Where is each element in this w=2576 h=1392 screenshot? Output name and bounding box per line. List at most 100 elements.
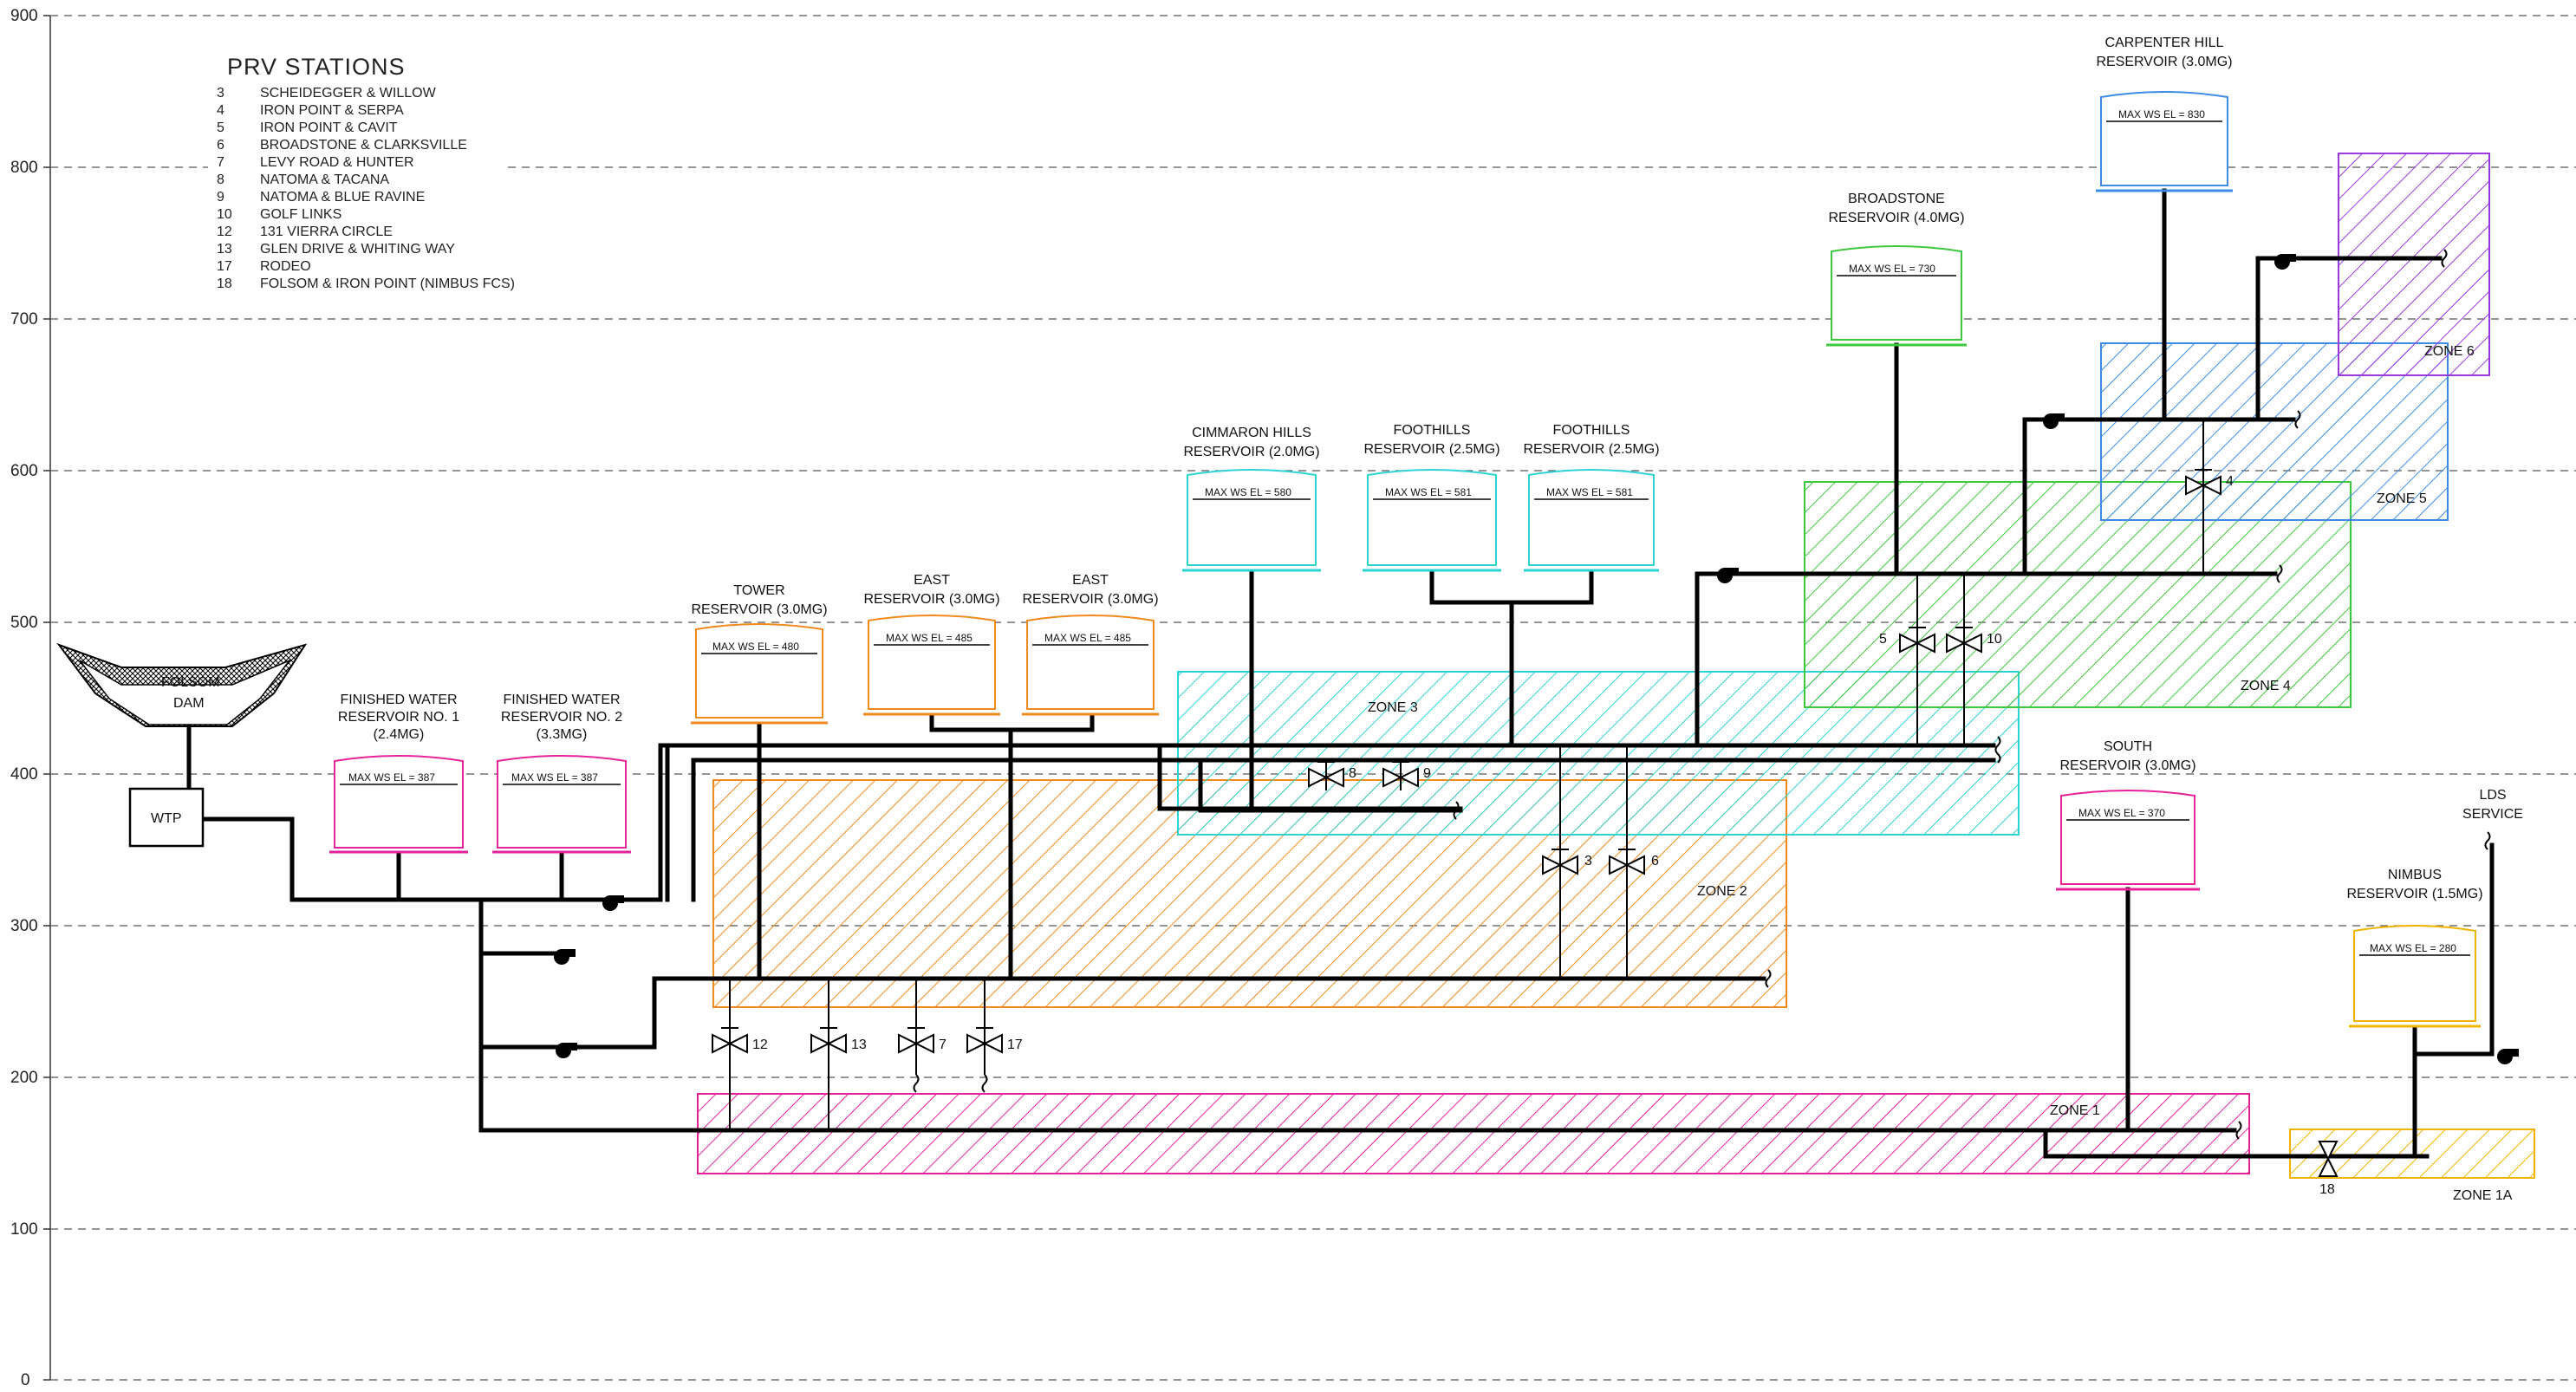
grid-line-0: 0	[21, 1371, 2576, 1389]
reservoir-nimbus[interactable]: NIMBUS RESERVOIR (1.5MG) MAX WS EL = 280	[2346, 868, 2483, 1028]
svg-text:131 VIERRA CIRCLE: 131 VIERRA CIRCLE	[260, 224, 393, 239]
dam-label-line1: FOLSOM	[161, 675, 220, 690]
reservoir-name: (3.3MG)	[537, 727, 588, 742]
reservoir-foothills-1[interactable]: FOOTHILLS RESERVOIR (2.5MG) MAX WS EL = …	[1363, 423, 1501, 572]
lds-service-label: LDS SERVICE	[2462, 788, 2523, 822]
valve-4[interactable]: 4	[2185, 469, 2234, 496]
grid-line-600: 600	[10, 462, 2576, 480]
max-ws-el: MAX WS EL = 387	[511, 771, 598, 784]
valve-3[interactable]: 3	[1542, 849, 1592, 875]
zone-6: ZONE 6	[2338, 153, 2490, 376]
reservoir-tower[interactable]: TOWER RESERVOIR (3.0MG) MAX WS EL = 480	[691, 583, 828, 725]
valve-5-label: 5	[1879, 632, 1887, 647]
reservoir-name: FINISHED WATER	[503, 693, 620, 707]
zone-3-label: ZONE 3	[1368, 700, 1418, 715]
valve-7-label: 7	[939, 1037, 946, 1052]
reservoir-foothills-2[interactable]: FOOTHILLS RESERVOIR (2.5MG) MAX WS EL = …	[1523, 423, 1660, 572]
reservoir-broadstone[interactable]: BROADSTONE RESERVOIR (4.0MG) MAX WS EL =…	[1826, 192, 1967, 347]
reservoir-finished-water-2[interactable]: FINISHED WATER RESERVOIR NO. 2 (3.3MG) M…	[492, 693, 631, 854]
max-ws-el: MAX WS EL = 387	[348, 771, 435, 784]
pump-icon	[2043, 413, 2065, 429]
reservoir-east-2[interactable]: EAST RESERVOIR (3.0MG) MAX WS EL = 485	[1022, 573, 1159, 716]
wtp-box: WTP	[128, 787, 205, 848]
svg-text:IRON POINT & SERPA: IRON POINT & SERPA	[260, 103, 404, 118]
reservoir-cimmaron-hills[interactable]: CIMMARON HILLS RESERVOIR (2.0MG) MAX WS …	[1182, 426, 1321, 572]
y-label-100: 100	[10, 1220, 38, 1239]
max-ws-el: MAX WS EL = 580	[1205, 486, 1291, 498]
svg-text:8: 8	[217, 172, 224, 187]
reservoir-name: RESERVOIR (3.0MG)	[1022, 592, 1158, 607]
zone-1-label: ZONE 1	[2050, 1103, 2100, 1118]
svg-text:NATOMA & BLUE RAVINE: NATOMA & BLUE RAVINE	[260, 190, 425, 205]
reservoir-name: RESERVOIR (3.0MG)	[2059, 758, 2195, 773]
valve-8[interactable]: 8	[1308, 761, 1356, 788]
grid-line-500: 500	[10, 614, 2576, 632]
reservoir-name: RESERVOIR (1.5MG)	[2346, 887, 2482, 901]
valve-17-label: 17	[1007, 1037, 1023, 1052]
max-ws-el: MAX WS EL = 730	[1849, 263, 1935, 275]
grid-line-900: 900	[10, 7, 2576, 25]
reservoir-name: SOUTH	[2104, 739, 2152, 754]
y-label-500: 500	[10, 614, 38, 632]
reservoir-name: CARPENTER HILL	[2105, 36, 2224, 50]
valve-18[interactable]: 18	[2318, 1141, 2339, 1197]
svg-text:13: 13	[217, 242, 232, 257]
reservoir-name: RESERVOIR (3.0MG)	[2096, 55, 2232, 69]
valve-6[interactable]: 6	[1609, 849, 1659, 875]
svg-text:5: 5	[217, 120, 224, 135]
reservoir-name: TOWER	[733, 583, 784, 598]
pump-icons	[554, 254, 2519, 1064]
reservoir-name: RESERVOIR NO. 1	[338, 710, 459, 725]
reservoir-name: RESERVOIR NO. 2	[501, 710, 622, 725]
y-label-300: 300	[10, 917, 38, 935]
valve-6-label: 6	[1651, 854, 1659, 868]
zone-6-label: ZONE 6	[2424, 344, 2475, 359]
reservoir-name: RESERVOIR (2.5MG)	[1523, 442, 1659, 457]
svg-text:SERVICE: SERVICE	[2462, 807, 2523, 822]
reservoir-finished-water-1[interactable]: FINISHED WATER RESERVOIR NO. 1 (2.4MG) M…	[329, 693, 468, 854]
valve-9[interactable]: 9	[1382, 761, 1431, 788]
pump-icon	[556, 1043, 577, 1058]
svg-text:GOLF LINKS: GOLF LINKS	[260, 207, 342, 222]
max-ws-el: MAX WS EL = 370	[2078, 807, 2165, 819]
folsom-dam: FOLSOM DAM	[56, 642, 308, 791]
valve-17[interactable]: 17	[966, 1027, 1023, 1054]
svg-text:17: 17	[217, 259, 232, 274]
max-ws-el: MAX WS EL = 830	[2118, 108, 2205, 120]
y-label-700: 700	[10, 310, 38, 328]
valve-4-label: 4	[2226, 474, 2234, 489]
reservoir-south[interactable]: SOUTH RESERVOIR (3.0MG) MAX WS EL = 370	[2056, 739, 2200, 891]
zone-4-label: ZONE 4	[2241, 679, 2291, 693]
zone-5-label: ZONE 5	[2377, 491, 2427, 506]
svg-text:6: 6	[217, 138, 224, 153]
legend-item: 9 NATOMA & BLUE RAVINE	[217, 190, 425, 205]
reservoir-name: RESERVOIR (2.5MG)	[1363, 442, 1499, 457]
reservoir-east-1[interactable]: EAST RESERVOIR (3.0MG) MAX WS EL = 485	[863, 573, 1000, 716]
svg-text:18: 18	[217, 276, 232, 291]
reservoir-name: NIMBUS	[2388, 868, 2442, 882]
valve-12[interactable]: 12	[712, 1027, 768, 1054]
reservoir-carpenter-hill[interactable]: CARPENTER HILL RESERVOIR (3.0MG) MAX WS …	[2096, 36, 2233, 192]
valve-8-label: 8	[1349, 766, 1356, 781]
y-label-0: 0	[21, 1371, 30, 1389]
valve-13[interactable]: 13	[810, 1027, 867, 1054]
svg-text:9: 9	[217, 190, 224, 205]
pump-icon	[2274, 254, 2296, 270]
reservoir-name: FOOTHILLS	[1553, 423, 1630, 438]
pump-icon	[1717, 568, 1739, 583]
y-label-800: 800	[10, 159, 38, 177]
valve-10[interactable]: 10	[1946, 627, 2002, 654]
valve-5[interactable]: 5	[1879, 627, 1935, 654]
dam-label-line2: DAM	[173, 696, 205, 711]
reservoir-name: (2.4MG)	[374, 727, 425, 742]
valve-7[interactable]: 7	[898, 1027, 946, 1054]
